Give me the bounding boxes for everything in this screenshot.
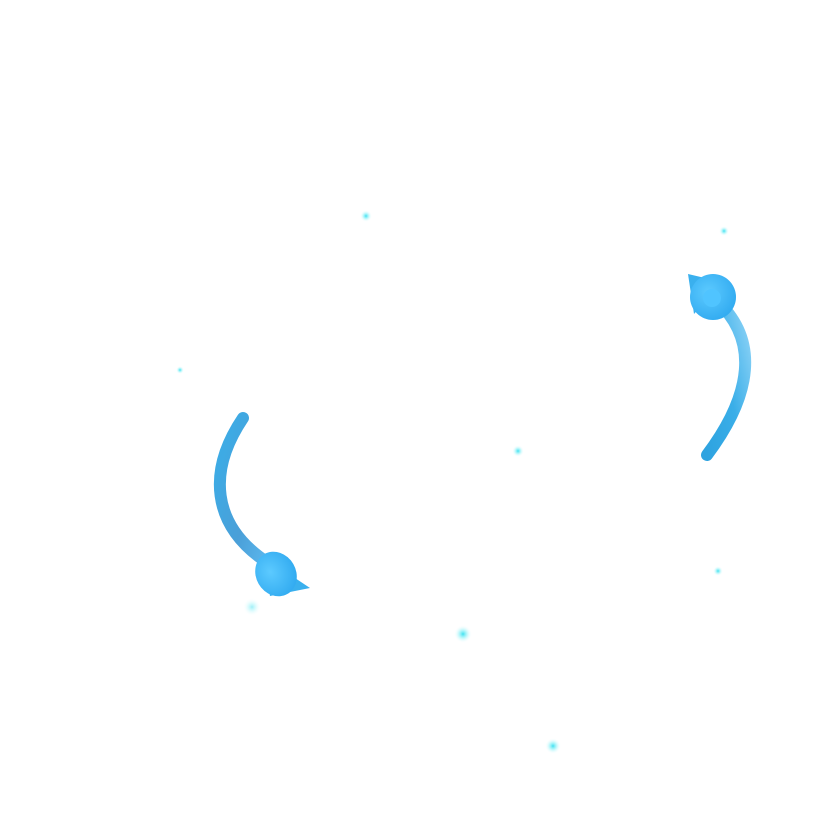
sparkle-icon	[454, 625, 472, 643]
sparkle-icon	[243, 598, 261, 616]
sparkle-icon	[713, 566, 723, 576]
sparkle-icon	[545, 738, 561, 754]
sparkle-icon	[360, 210, 372, 222]
sparkle-icon	[176, 366, 184, 374]
sparkle-icon	[719, 226, 729, 236]
rotate-left-arrow-icon	[213, 412, 310, 597]
rotate-right-arrow-icon	[688, 274, 752, 461]
sparkles	[176, 210, 729, 754]
sparkle-icon	[512, 445, 524, 457]
